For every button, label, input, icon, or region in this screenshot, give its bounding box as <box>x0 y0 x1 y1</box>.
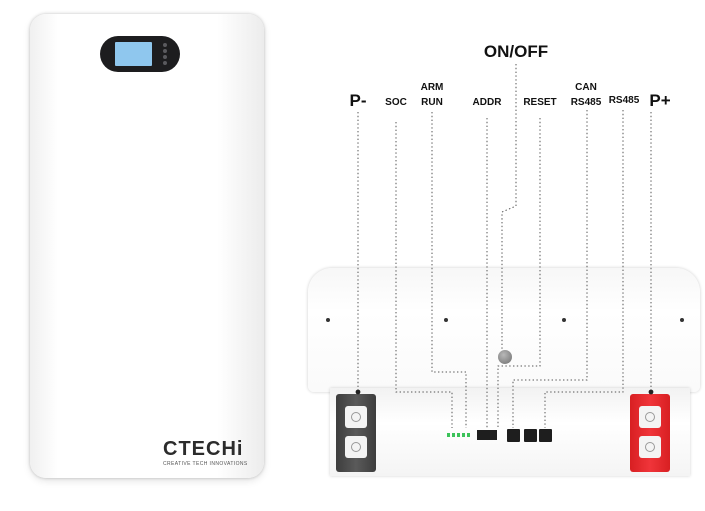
power-knob[interactable] <box>498 350 512 364</box>
soc-indicator-led <box>457 433 460 437</box>
callout-rs485-second: RS485 <box>608 95 640 106</box>
callout-addr: ADDR <box>472 97 502 108</box>
terminal-bolt-icon <box>345 436 367 458</box>
callout-rs485: RS485 <box>570 97 602 108</box>
callout-p-plus: P+ <box>649 91 671 110</box>
screw-icon <box>562 318 566 322</box>
positive-terminal <box>630 394 670 472</box>
leader-dot-p-plus <box>648 389 654 395</box>
rs485-port[interactable] <box>539 429 552 442</box>
rs485-port[interactable] <box>524 429 537 442</box>
soc-indicator-led <box>447 433 450 437</box>
leader-line-soc <box>395 122 453 428</box>
leader-dot-p-minus <box>355 389 361 395</box>
status-led-icon <box>163 43 167 47</box>
arm-run-indicator-led <box>462 433 465 437</box>
status-led-icon <box>163 49 167 53</box>
terminal-bolt-icon <box>639 436 661 458</box>
arm-run-indicator-led <box>467 433 470 437</box>
brand-logo: CTECHi <box>163 438 244 460</box>
screw-icon <box>680 318 684 322</box>
callout-p-minus: P- <box>349 91 367 110</box>
callout-reset: RESET <box>523 97 557 108</box>
callout-arm: ARM <box>420 82 444 93</box>
leader-line-rs485 <box>544 110 624 428</box>
leader-line-arm-run <box>431 112 467 428</box>
terminal-bolt-icon <box>345 406 367 428</box>
callout-on-off: ON/OFF <box>483 42 549 61</box>
leader-line-on-off <box>501 64 517 350</box>
screw-icon <box>444 318 448 322</box>
soc-indicator-led <box>452 433 455 437</box>
brand-tagline: CREATIVE TECH INNOVATIONS <box>163 461 248 467</box>
status-led-icon <box>163 61 167 65</box>
lcd-display-panel <box>100 36 180 72</box>
negative-terminal <box>336 394 376 472</box>
leader-line-can <box>512 110 588 428</box>
lcd-screen <box>115 42 152 66</box>
status-led-icon <box>163 55 167 59</box>
terminal-bolt-icon <box>639 406 661 428</box>
battery-top-cover <box>308 268 700 392</box>
screw-icon <box>326 318 330 322</box>
callout-can: CAN <box>575 82 597 93</box>
addr-dip-switch[interactable] <box>477 430 497 440</box>
battery-front-view: CTECHi CREATIVE TECH INNOVATIONS <box>30 14 264 478</box>
can-port[interactable] <box>507 429 520 442</box>
callout-soc: SOC <box>385 97 407 108</box>
callout-run: RUN <box>421 97 443 108</box>
leader-line-reset <box>497 118 541 428</box>
